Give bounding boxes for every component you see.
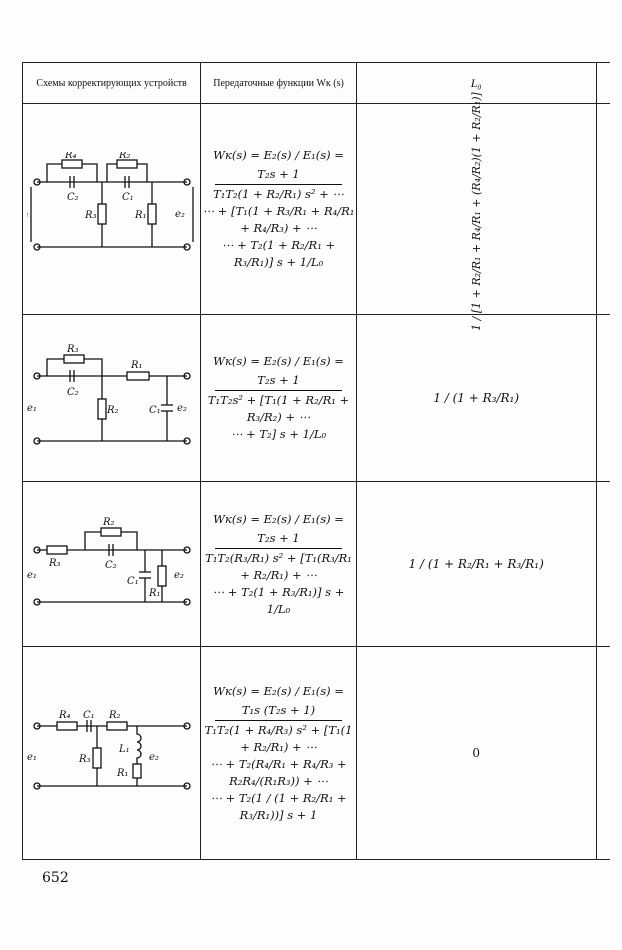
table-row: R₄ C₁ R₂ L₁ R₃ R₁ e₁ e₂ Wк(s) = E₂(s) / … — [21, 646, 610, 860]
svg-text:e₁: e₁ — [27, 209, 29, 220]
svg-text:C₁: C₁ — [83, 710, 95, 721]
table-row: R₄ R₂ C₂ C₁ R₃ R₁ e₁ e₂ Wк(s) = E₂(s) / … — [19, 92, 610, 330]
svg-text:R₂: R₂ — [106, 405, 119, 416]
transfer-function-4: Wк(s) = E₂(s) / E₁(s) = T₁s (T₂s + 1) T₁… — [200, 646, 357, 860]
svg-text:C₁: C₁ — [127, 576, 139, 587]
transfer-function-1: Wк(s) = E₂(s) / E₁(s) = T₂s + 1 T₁T₂(1 +… — [200, 103, 357, 315]
numerator: T₂s + 1 — [257, 167, 300, 181]
page-number: 652 — [42, 870, 69, 886]
svg-text:e₂: e₂ — [174, 570, 184, 581]
correction-devices-table: Схемы корректирующих устройств Передаточ… — [19, 62, 610, 860]
svg-text:R₃: R₃ — [84, 210, 97, 221]
svg-text:e₂: e₂ — [175, 209, 185, 220]
l0-cell-2: 1 / (1 + R₃/R₁) — [355, 314, 597, 482]
table-header: Схемы корректирующих устройств Передаточ… — [21, 62, 610, 104]
l0-cell-3: 1 / (1 + R₂/R₁ + R₃/R₁) — [355, 481, 597, 647]
svg-text:C₁: C₁ — [122, 192, 134, 203]
circuit-diagram-4: R₄ C₁ R₂ L₁ R₃ R₁ e₁ e₂ — [21, 646, 202, 860]
svg-text:C₂: C₂ — [67, 387, 79, 398]
svg-text:R₄: R₄ — [64, 152, 77, 161]
svg-text:R₁: R₁ — [116, 768, 129, 779]
svg-text:R₃: R₃ — [66, 344, 79, 355]
transfer-function-2: Wк(s) = E₂(s) / E₁(s) = T₂s + 1 T₁T₂s² +… — [200, 314, 357, 482]
circuit-diagram-1: R₄ R₂ C₂ C₁ R₃ R₁ e₁ e₂ — [19, 103, 202, 315]
svg-text:R₂: R₂ — [108, 710, 121, 721]
transfer-function-3: Wк(s) = E₂(s) / E₁(s) = T₂s + 1 T₁T₂(R₃/… — [200, 481, 357, 647]
header-transfer-functions: Передаточные функции Wк (s) — [200, 62, 357, 104]
table-row: R₃ R₁ C₂ C₁ R₂ e₁ e₂ Wк(s) = E₂(s) / E₁(… — [21, 314, 610, 482]
l0-cell-4: 0 — [355, 646, 597, 860]
svg-text:C₂: C₂ — [67, 192, 79, 203]
svg-text:R₂: R₂ — [102, 517, 115, 528]
circuit-diagram-2: R₃ R₁ C₂ C₁ R₂ e₁ e₂ — [21, 314, 202, 482]
svg-text:C₂: C₂ — [105, 560, 117, 571]
svg-text:R₃: R₃ — [78, 754, 91, 765]
svg-text:R₃: R₃ — [48, 558, 61, 569]
svg-text:R₁: R₁ — [148, 588, 161, 599]
svg-text:R₁: R₁ — [130, 360, 143, 371]
svg-text:e₁: e₁ — [27, 752, 37, 763]
svg-text:L₁: L₁ — [118, 744, 130, 755]
header-schemes: Схемы корректирующих устройств — [21, 62, 202, 104]
svg-text:e₁: e₁ — [27, 403, 37, 414]
header-l0: L₀ — [355, 62, 597, 104]
svg-text:R₁: R₁ — [134, 210, 147, 221]
svg-text:e₁: e₁ — [27, 570, 37, 581]
circuit-diagram-3: R₂ R₃ C₂ C₁ R₁ e₁ e₂ — [21, 481, 202, 647]
l0-cell-1: 1 / [1 + R₂/R₁ + R₄/R₁ + (R₄/R₂)(1 + R₂/… — [355, 92, 597, 330]
svg-text:C₁: C₁ — [149, 405, 161, 416]
svg-text:R₂: R₂ — [118, 152, 131, 161]
svg-text:e₂: e₂ — [149, 752, 159, 763]
fraction-bar — [215, 184, 342, 185]
svg-text:R₄: R₄ — [58, 710, 71, 721]
table-row: R₂ R₃ C₂ C₁ R₁ e₁ e₂ Wк(s) = E₂(s) / E₁(… — [21, 481, 610, 647]
svg-text:e₂: e₂ — [177, 403, 187, 414]
